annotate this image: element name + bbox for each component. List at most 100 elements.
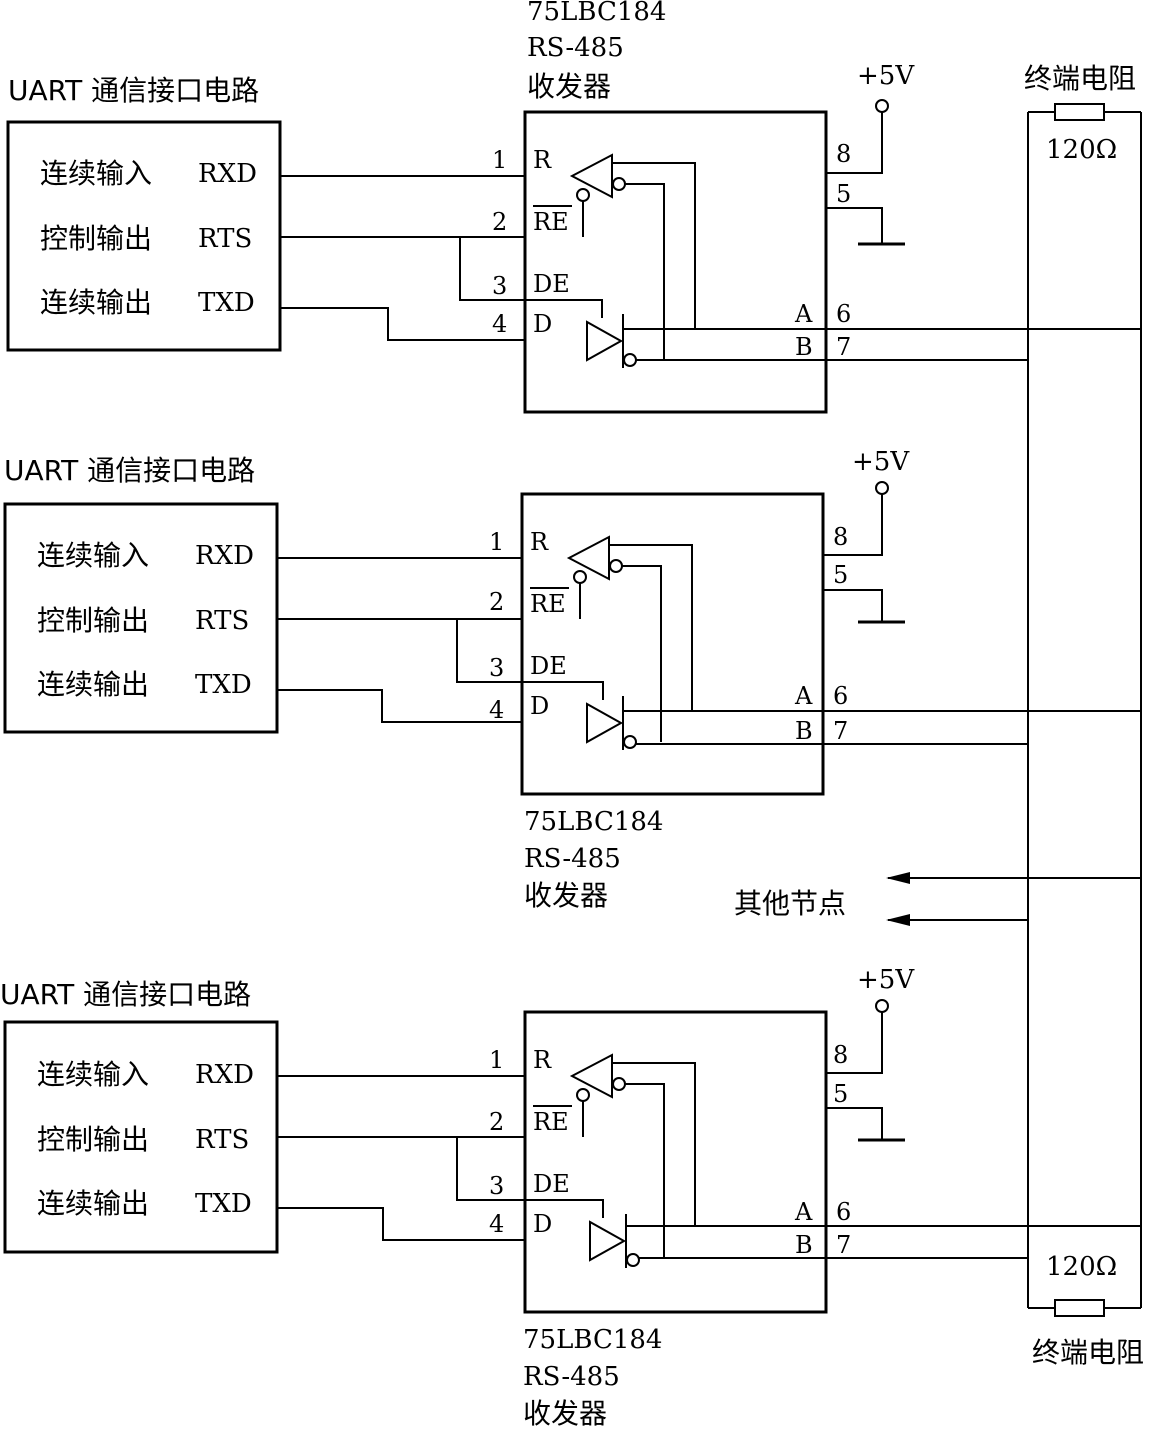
wire-receiver-b [625,1083,665,1258]
pin-name-r: R [530,528,549,556]
pin-7: 7 [836,333,851,361]
pin-5: 5 [833,561,848,589]
uart-title: UART 通信接口电路 [0,978,251,1011]
pin-3: 3 [489,654,504,682]
pin-name-de: DE [533,1170,570,1198]
vcc-label: +5V [857,61,915,91]
uart-label-rxd: RXD [195,541,254,571]
uart-label-rxd: RXD [195,1060,254,1090]
pin-name-de: DE [533,270,570,298]
pin-1: 1 [492,146,507,174]
wire-receiver-a [609,544,693,711]
uart-label-rts-cn: 控制输出 [37,1123,149,1156]
receiver-buffer [569,1053,613,1099]
pin-8: 8 [836,140,851,168]
chip-box [520,492,825,796]
chip-kind: 收发器 [527,70,611,103]
uart-label-txd-cn: 连续输出 [40,286,152,319]
wire-vcc [823,494,883,556]
terminator-top-value: 120Ω [1046,135,1117,165]
pin-1: 1 [489,528,504,556]
pin-name-d: D [533,310,552,338]
pin-name-b: B [795,717,813,745]
wire-rts [280,236,603,318]
chip-part: 75LBC184 [527,0,666,27]
chip-std: RS-485 [524,844,621,874]
uart-label-rts-cn: 控制输出 [37,604,149,637]
uart-title: UART 通信接口电路 [8,74,259,107]
pin-1: 1 [489,1046,504,1074]
other-nodes-arrow-a [886,872,910,884]
pin-7: 7 [833,717,848,745]
pin-5: 5 [833,1080,848,1108]
pin-5: 5 [836,180,851,208]
other-nodes-arrow-b [886,914,910,926]
pin-4: 4 [489,696,504,724]
pin-4: 4 [489,1210,504,1238]
vcc-label: +5V [852,447,910,477]
receiver-input-bubble-b [612,1077,626,1091]
pin-3: 3 [492,272,507,300]
vcc-terminal [875,99,889,113]
uart-label-rts: RTS [195,1125,249,1155]
wire-txd [277,689,522,723]
wire-receiver-a [612,1062,696,1226]
uart-label-txd-cn: 连续输出 [37,668,149,701]
pin-name-de: DE [530,652,567,680]
terminator-bottom-resistor [1054,1299,1105,1317]
wire-receiver-b [622,565,662,742]
receiver-input-bubble-b [609,559,623,573]
uart-label-rxd-cn: 连续输入 [40,157,152,190]
pin-6: 6 [836,300,851,328]
pin-6: 6 [833,682,848,710]
rs485-bus: 终端电阻 120Ω 120Ω 终端电阻 其他节点 [734,62,1144,1369]
wire-txd [280,307,525,341]
chip-part: 75LBC184 [524,807,663,837]
receiver-buffer [569,153,613,199]
chip-box [523,1010,828,1314]
chip-std: RS-485 [523,1362,620,1392]
driver-buffer [586,702,624,744]
pin-4: 4 [492,310,507,338]
terminator-bottom-value: 120Ω [1046,1252,1117,1282]
pin-name-r: R [533,146,552,174]
wire-vcc [826,1012,883,1074]
pin-name-r: R [533,1046,552,1074]
uart-label-rts: RTS [198,224,252,254]
pin-2: 2 [492,208,507,236]
uart-label-rxd-cn: 连续输入 [37,1058,149,1091]
terminator-top-resistor [1054,103,1105,121]
pin-name-re: RE [533,208,569,236]
pin-name-re: RE [530,590,566,618]
uart-label-rts-cn: 控制输出 [40,222,152,255]
pin-2: 2 [489,588,504,616]
receiver-buffer [566,535,610,581]
driver-buffer [589,1220,627,1262]
wire-receiver-a [612,162,696,329]
terminator-bottom-label: 终端电阻 [1032,1336,1144,1369]
vcc-label: +5V [857,965,915,995]
uart-title: UART 通信接口电路 [4,454,255,487]
pin-2: 2 [489,1108,504,1136]
chip-kind: 收发器 [523,1397,607,1429]
chip-kind: 收发器 [524,879,608,912]
pin-name-d: D [533,1210,552,1238]
uart-label-rxd: RXD [198,159,257,189]
vcc-terminal [875,999,889,1013]
terminator-top-label: 终端电阻 [1024,62,1136,95]
pin-name-a: A [794,1198,813,1226]
pin-name-re: RE [533,1108,569,1136]
pin-8: 8 [833,523,848,551]
chip-box [523,110,828,414]
uart-label-txd: TXD [195,1189,252,1219]
wire-receiver-b [625,183,665,360]
pin-name-b: B [795,1231,813,1259]
other-nodes-label: 其他节点 [734,887,846,920]
driver-buffer [586,320,624,362]
uart-label-txd-cn: 连续输出 [37,1187,149,1220]
vcc-terminal [875,481,889,495]
pin-name-a: A [794,682,813,710]
uart-label-txd: TXD [198,288,255,318]
node-2: UART 通信接口电路 连续输入 RXD 控制输出 RTS 连续输出 TXD 7… [3,447,910,912]
